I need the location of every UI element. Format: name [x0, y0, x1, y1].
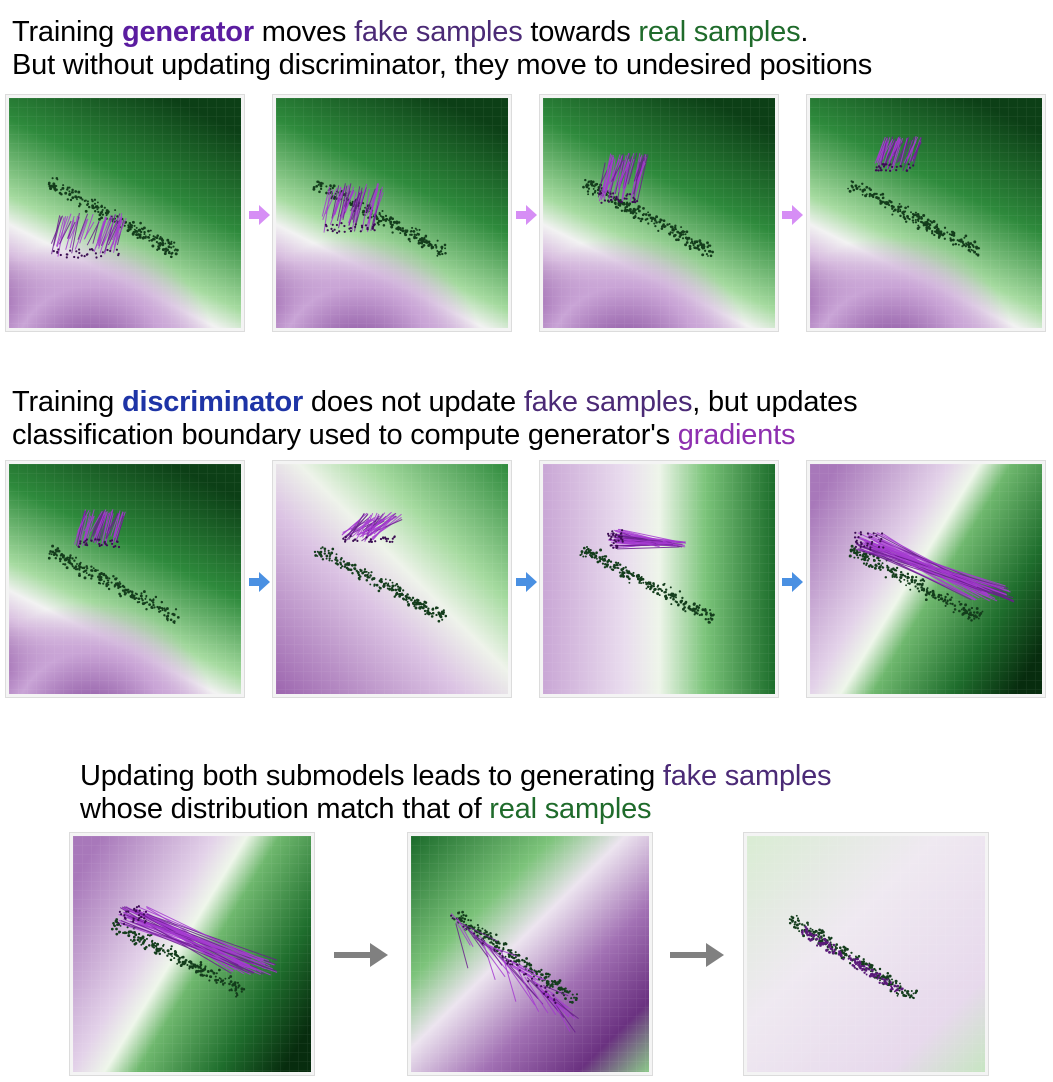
- real-samples-keyword: real samples: [638, 16, 801, 48]
- plot-panel-r2-4: [806, 460, 1046, 698]
- decision-boundary-plot: [411, 836, 649, 1072]
- caption-line: Training generator moves fake samples to…: [12, 16, 872, 49]
- plot-panel-r2-1: [5, 460, 245, 698]
- section3-caption: Updating both submodels leads to generat…: [80, 760, 832, 826]
- caption-text: whose distribution match that of: [80, 793, 490, 825]
- fake-samples-streaks: [450, 913, 579, 1033]
- real-samples-cluster: [582, 178, 714, 258]
- discriminator-keyword: discriminator: [121, 386, 304, 418]
- right-arrow-icon: [516, 205, 537, 225]
- fake-samples-keyword: fake samples: [523, 386, 693, 418]
- plot-panel-r3-3: [743, 832, 989, 1076]
- right-arrow-icon: [670, 943, 724, 967]
- fake-samples-streaks: [607, 528, 687, 550]
- real-samples-cluster: [47, 544, 180, 625]
- caption-text: Training: [12, 386, 122, 418]
- plot-panel-r1-4: [806, 94, 1046, 332]
- plot-panel-r1-2: [272, 94, 512, 332]
- fake-samples-streaks: [321, 183, 384, 234]
- decision-boundary-plot: [276, 98, 508, 328]
- fake-samples-streaks: [117, 905, 278, 976]
- decision-boundary-plot: [810, 98, 1042, 328]
- caption-text: Training: [12, 16, 122, 48]
- section2-caption: Training discriminator does not update f…: [12, 386, 858, 452]
- real-samples-cluster: [110, 918, 246, 998]
- plot-panel-r2-2: [272, 460, 512, 698]
- section1-caption: Training generator moves fake samples to…: [12, 16, 872, 82]
- decision-boundary-plot: [543, 464, 775, 694]
- caption-line: But without updating discriminator, they…: [12, 49, 873, 81]
- right-arrow-icon: [249, 572, 270, 592]
- plot-panel-r1-3: [539, 94, 779, 332]
- decision-boundary-plot: [543, 98, 775, 328]
- right-arrow-icon: [782, 572, 803, 592]
- real-samples-cluster: [579, 545, 715, 624]
- fake-samples-streaks: [597, 152, 649, 204]
- generator-keyword: generator: [121, 16, 254, 48]
- caption-text: classification boundary used to compute …: [12, 419, 678, 451]
- caption-line: Training discriminator does not update f…: [12, 386, 858, 419]
- fake-samples-streaks: [50, 212, 127, 259]
- plot-panel-r1-1: [5, 94, 245, 332]
- caption-text: Updating both submodels leads to generat…: [80, 760, 663, 792]
- caption-line: whose distribution match that of real sa…: [80, 793, 831, 826]
- decision-boundary-plot: [73, 836, 311, 1072]
- decision-boundary-plot: [276, 464, 508, 694]
- caption-line: classification boundary used to compute …: [12, 419, 857, 452]
- decision-boundary-plot: [810, 464, 1042, 694]
- right-arrow-icon: [516, 572, 537, 592]
- decision-boundary-plot: [9, 464, 241, 694]
- caption-text: does not update: [303, 386, 524, 418]
- plot-panel-r3-1: [69, 832, 315, 1076]
- fake-samples-keyword: fake samples: [662, 760, 832, 792]
- caption-text: .: [800, 16, 809, 48]
- caption-text: , but updates: [692, 386, 858, 418]
- decision-boundary-plot: [9, 98, 241, 328]
- gradients-keyword: gradients: [677, 419, 796, 451]
- real-samples-cluster: [313, 546, 448, 623]
- right-arrow-icon: [782, 205, 803, 225]
- fake-samples-streaks: [874, 135, 922, 172]
- fake-samples-cluster: [800, 925, 904, 993]
- caption-text: towards: [522, 16, 639, 48]
- real-samples-cluster: [847, 180, 981, 257]
- fake-samples-keyword: fake samples: [354, 16, 523, 48]
- caption-line: Updating both submodels leads to generat…: [80, 760, 832, 793]
- plot-panel-r2-3: [539, 460, 779, 698]
- fake-samples-streaks: [341, 511, 403, 543]
- plot-panel-r3-2: [407, 832, 653, 1076]
- right-arrow-icon: [249, 205, 270, 225]
- fake-samples-streaks: [853, 531, 1015, 603]
- caption-text: moves: [253, 16, 355, 48]
- decision-boundary-plot: [747, 836, 985, 1072]
- real-samples-keyword: real samples: [489, 793, 652, 825]
- fake-samples-streaks: [73, 509, 126, 549]
- right-arrow-icon: [334, 943, 388, 967]
